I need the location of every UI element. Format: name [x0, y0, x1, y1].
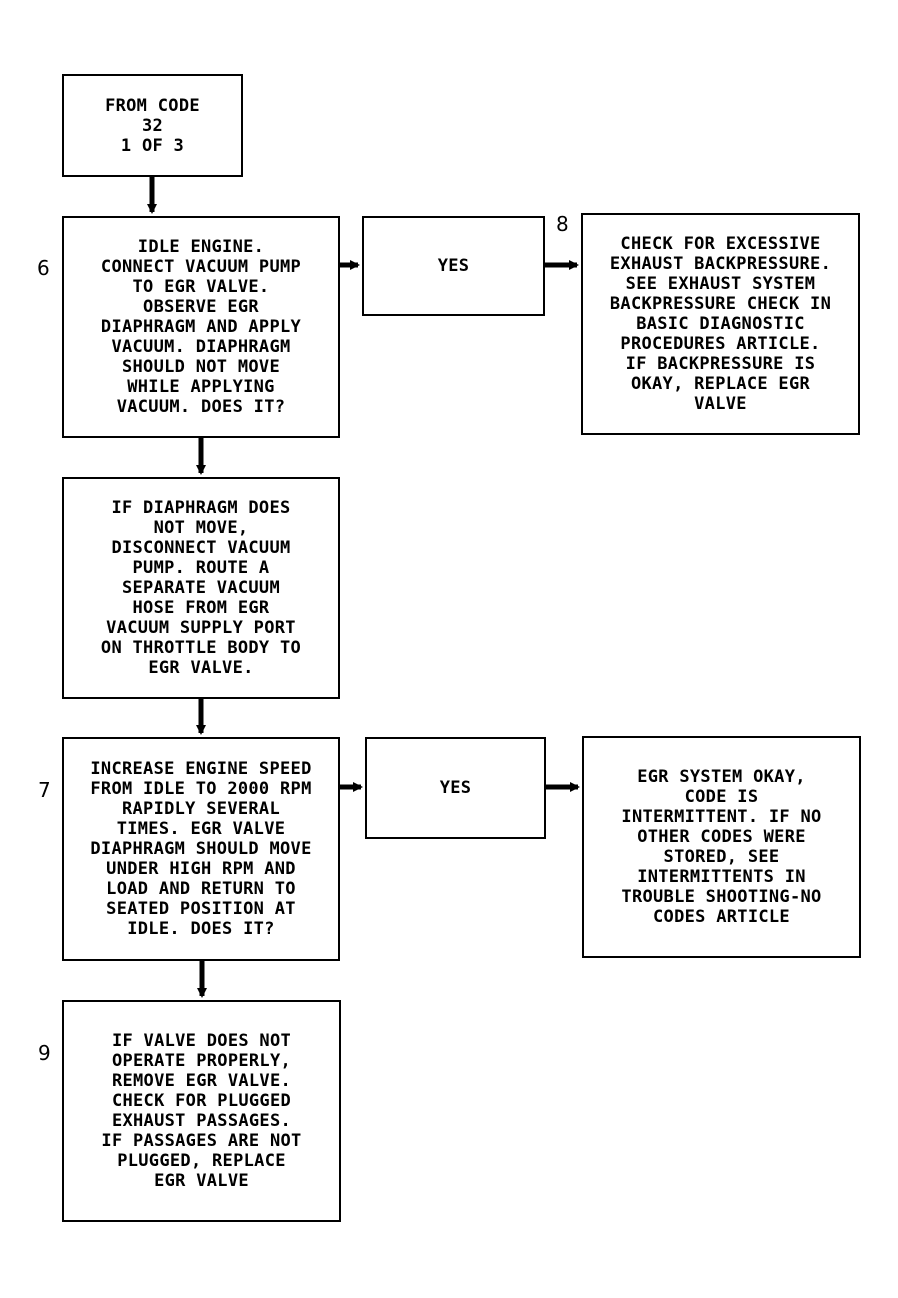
start-text: FROM CODE 32 1 OF 3 [105, 95, 200, 156]
system-okay-box: EGR SYSTEM OKAY, CODE IS INTERMITTENT. I… [582, 736, 861, 958]
yes-label-step7: YES [439, 778, 472, 798]
step7-box: INCREASE ENGINE SPEED FROM IDLE TO 2000 … [62, 737, 340, 961]
step6-box: IDLE ENGINE. CONNECT VACUUM PUMP TO EGR … [62, 216, 340, 438]
step8-text: CHECK FOR EXCESSIVE EXHAUST BACKPRESSURE… [609, 234, 832, 414]
step6-text: IDLE ENGINE. CONNECT VACUUM PUMP TO EGR … [100, 237, 302, 417]
start-box: FROM CODE 32 1 OF 3 [62, 74, 243, 177]
yes-label-step6: YES [437, 256, 470, 276]
disconnect-pump-box: IF DIAPHRAGM DOES NOT MOVE, DISCONNECT V… [62, 477, 340, 699]
step8-box: CHECK FOR EXCESSIVE EXHAUST BACKPRESSURE… [581, 213, 860, 435]
step8-number: 8 [556, 212, 569, 236]
step7-text: INCREASE ENGINE SPEED FROM IDLE TO 2000 … [90, 759, 312, 939]
step9-box: IF VALVE DOES NOT OPERATE PROPERLY, REMO… [62, 1000, 341, 1222]
system-okay-text: EGR SYSTEM OKAY, CODE IS INTERMITTENT. I… [621, 767, 822, 927]
disconnect-pump-text: IF DIAPHRAGM DOES NOT MOVE, DISCONNECT V… [100, 498, 302, 678]
yes-box-step7: YES [365, 737, 546, 839]
step7-number: 7 [38, 778, 51, 802]
step9-text: IF VALVE DOES NOT OPERATE PROPERLY, REMO… [101, 1031, 302, 1191]
yes-box-step6: YES [362, 216, 545, 316]
step6-number: 6 [37, 256, 50, 280]
step9-number: 9 [38, 1041, 51, 1065]
